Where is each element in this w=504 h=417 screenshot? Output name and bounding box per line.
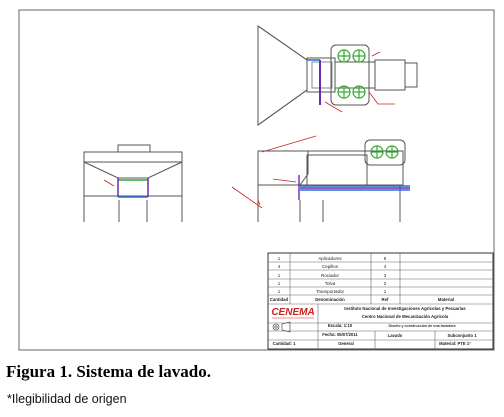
technical-drawing: 1 Aplicadores 5 4 Cepillos 4 1 Rociador … [18, 9, 495, 351]
legibility-note: *Ilegibilidad de origen [7, 392, 127, 406]
sheet-label: Lavado [388, 333, 403, 338]
leaders-top-view [324, 51, 395, 113]
header-name: Denominación [315, 297, 345, 302]
brushes-top-view [337, 49, 366, 99]
part-4-qty: 1 [278, 281, 281, 286]
header-material: Material [438, 297, 454, 302]
part-5-qty: 1 [278, 289, 281, 294]
part-3-ref: 3 [384, 273, 387, 278]
part-3-name: Rociador [321, 273, 340, 278]
title-block: 1 Aplicadores 5 4 Cepillos 4 1 Rociador … [267, 252, 494, 350]
header-qty: Cantidad [270, 297, 289, 302]
front-view-accents [103, 178, 149, 198]
brushes-side-view [370, 145, 399, 159]
institute-line2: Centro Nacional de Mecanización Agrícola [362, 314, 449, 319]
side-view-accents [298, 175, 410, 200]
part-2-qty: 4 [278, 264, 281, 269]
part-1-ref: 5 [384, 256, 387, 261]
logo-text: CENEMA [271, 307, 314, 318]
leaders-side-view [231, 135, 317, 209]
projection-symbol-icon [272, 321, 291, 333]
scale-text: Escala: 1:10 [328, 323, 353, 328]
side-view [257, 139, 406, 222]
figure-caption: Figura 1. Sistema de lavado. [6, 362, 211, 381]
part-1-qty: 1 [278, 256, 281, 261]
date-text: Fecha: 05/07/2011 [322, 332, 358, 337]
part-4-ref: 2 [384, 281, 387, 286]
part-5-ref: 1 [384, 289, 387, 294]
part-2-ref: 4 [384, 264, 387, 269]
part-1-name: Aplicadores [318, 256, 342, 261]
part-4-name: Tolva [325, 281, 336, 286]
top-view [257, 25, 418, 126]
drawing-border [18, 9, 495, 351]
header-ref: Ref [382, 297, 389, 302]
part-3-qty: 1 [278, 273, 281, 278]
material-footer: Material: PTE 1° [439, 341, 471, 346]
institute-line1: Instituto Nacional de Investigaciones Ag… [344, 306, 466, 311]
general-label: General [338, 341, 354, 346]
part-5-name: Transportador [316, 289, 345, 294]
quantity-footer: Cantidad: 1 [273, 341, 296, 346]
drawing-number: Subconjunto 1 [447, 333, 477, 338]
front-view [83, 144, 183, 222]
description-text: Diseño y construcción de una lavadora [389, 324, 457, 328]
part-2-name: Cepillos [322, 264, 339, 269]
